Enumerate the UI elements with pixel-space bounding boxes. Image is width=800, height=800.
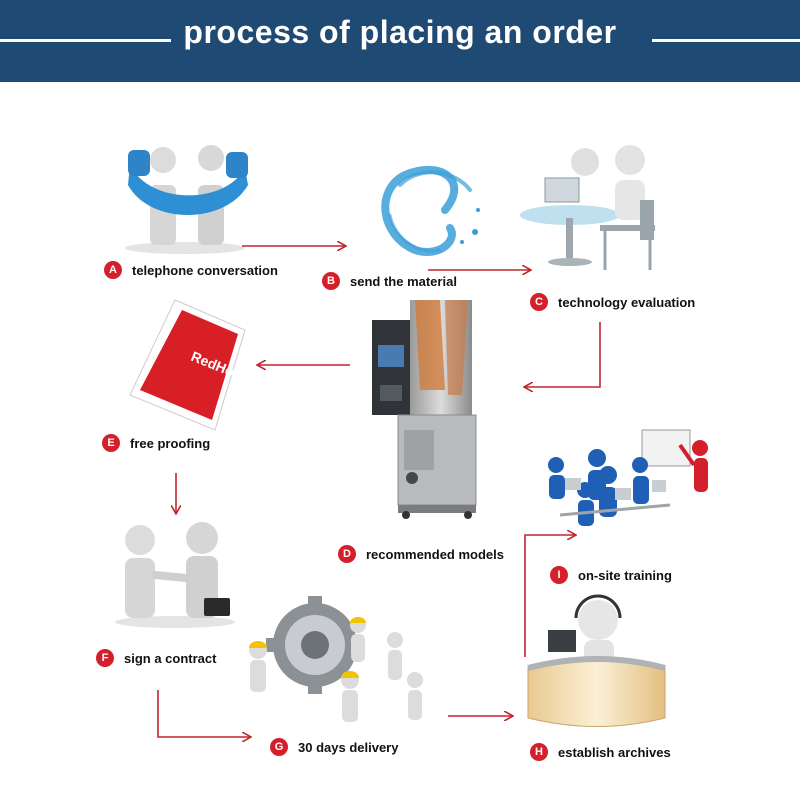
telephone-illustration [125, 145, 248, 254]
step-i-badge: I [550, 566, 568, 584]
page-title: process of placing an order [0, 14, 800, 51]
step-b-badge: B [322, 272, 340, 290]
step-d: D recommended models [338, 544, 504, 564]
step-e-label: free proofing [130, 435, 211, 451]
step-g-label: 30 days delivery [298, 739, 399, 755]
header-right-rule [652, 39, 800, 42]
arrow-c-to-d [525, 322, 601, 387]
handshake-illustration [115, 522, 235, 628]
step-d-badge: D [338, 545, 356, 563]
step-b-label: send the material [350, 273, 457, 289]
arrow-h-to-i [524, 535, 575, 657]
flow-arrows [157, 246, 601, 737]
step-h-badge: H [530, 743, 548, 761]
sauce-sachet-illustration: RedHot [129, 299, 246, 431]
step-c-badge: C [530, 293, 548, 311]
step-b: B send the material [322, 271, 457, 291]
step-c: C technology evaluation [530, 292, 695, 312]
water-splash-illustration [381, 166, 480, 256]
training-illustration [548, 429, 708, 526]
gear-workers-illustration [249, 596, 423, 722]
step-g-badge: G [270, 738, 288, 756]
step-d-label: recommended models [366, 546, 504, 562]
step-a-label: telephone conversation [132, 262, 278, 278]
reception-desk-illustration [527, 594, 666, 727]
step-a-badge: A [104, 261, 122, 279]
step-h: H establish archives [530, 742, 671, 762]
step-a: A telephone conversation [104, 260, 278, 280]
header-banner: process of placing an order [0, 0, 800, 82]
step-i-label: on-site training [578, 567, 672, 583]
header-left-rule [0, 39, 186, 42]
step-c-label: technology evaluation [558, 294, 696, 310]
technology-evaluation-illustration [520, 145, 655, 270]
step-f-label: sign a contract [124, 650, 217, 666]
arrow-f-to-g [157, 690, 250, 737]
step-g: G 30 days delivery [270, 737, 398, 757]
step-e-badge: E [102, 434, 120, 452]
step-h-label: establish archives [558, 744, 671, 760]
step-f-badge: F [96, 649, 114, 667]
packing-machine-illustration [372, 300, 477, 519]
step-e: E free proofing [102, 433, 210, 453]
page-title-text: process of placing an order [171, 14, 629, 50]
step-f: F sign a contract [96, 648, 216, 668]
step-i: I on-site training [550, 565, 672, 585]
